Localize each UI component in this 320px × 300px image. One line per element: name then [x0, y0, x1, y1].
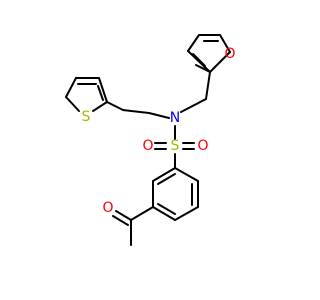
- benzene-ring: [152, 167, 199, 221]
- atom-oxygen-furan: O: [224, 46, 235, 62]
- bond-ch2-thiophene: [106, 101, 124, 111]
- bond-n-ch2: [148, 112, 170, 119]
- atom-oxygen-sulfonyl-right: O: [197, 138, 208, 154]
- atom-oxygen-sulfonyl-left: O: [142, 138, 153, 154]
- atom-nitrogen: N: [170, 110, 180, 126]
- molecule-structure: O N S S O O O: [65, 34, 236, 246]
- acetyl-group: [112, 206, 154, 246]
- bond-ch2-n: [180, 98, 207, 113]
- bond-furan-ch2: [205, 71, 211, 100]
- furan-ring: [187, 34, 231, 73]
- atom-sulfur-sulfonyl: S: [171, 138, 180, 154]
- atom-sulfur-thiophene: S: [82, 109, 91, 125]
- bond-ch2-ch2: [122, 109, 150, 114]
- atom-oxygen-carbonyl: O: [102, 200, 113, 216]
- thiophene-ring: [65, 77, 108, 112]
